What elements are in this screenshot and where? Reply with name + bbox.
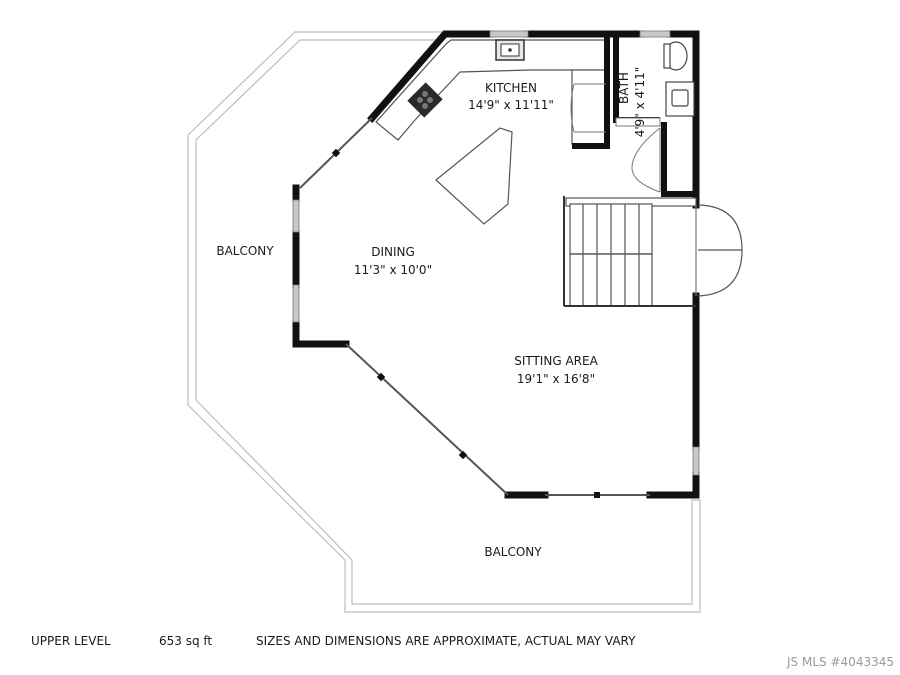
bath-fixtures bbox=[663, 41, 695, 117]
kitchen-sink bbox=[495, 39, 525, 61]
wall-joints bbox=[331, 148, 600, 498]
bath-door bbox=[615, 117, 661, 193]
kitchen-partition bbox=[572, 36, 610, 149]
area-label: 653 sq ft bbox=[159, 634, 213, 648]
room-label-bath: BATH 4'9" x 4'11" bbox=[617, 67, 647, 138]
dining-name: DINING bbox=[371, 245, 415, 259]
balcony-south-label: BALCONY bbox=[484, 545, 542, 559]
level-label: UPPER LEVEL bbox=[31, 634, 111, 648]
refrigerator bbox=[570, 83, 606, 133]
exterior-double-door bbox=[695, 204, 743, 297]
bath-size: 4'9" x 4'11" bbox=[633, 67, 647, 138]
window-panes bbox=[292, 30, 700, 476]
sitting-area-name: SITTING AREA bbox=[514, 354, 598, 368]
bath-name: BATH bbox=[617, 72, 631, 104]
balcony-west-label: BALCONY bbox=[216, 244, 274, 258]
disclaimer-text: SIZES AND DIMENSIONS ARE APPROXIMATE, AC… bbox=[256, 634, 636, 648]
room-label-sitting-area: SITTING AREA 19'1" x 16'8" bbox=[514, 354, 598, 386]
room-label-dining: DINING 11'3" x 10'0" bbox=[354, 245, 432, 277]
dining-size: 11'3" x 10'0" bbox=[354, 263, 432, 277]
exterior-walls bbox=[292, 30, 700, 499]
kitchen-name: KITCHEN bbox=[485, 81, 537, 95]
mls-watermark: JS MLS #4043345 bbox=[787, 655, 894, 669]
room-label-kitchen: KITCHEN 14'9" x 11'11" bbox=[468, 81, 554, 112]
cooktop bbox=[407, 82, 443, 118]
staircase bbox=[563, 196, 697, 307]
balcony-outline bbox=[187, 31, 701, 613]
kitchen-size: 14'9" x 11'11" bbox=[468, 98, 554, 112]
sitting-area-size: 19'1" x 16'8" bbox=[517, 372, 595, 386]
kitchen-island bbox=[435, 127, 513, 225]
